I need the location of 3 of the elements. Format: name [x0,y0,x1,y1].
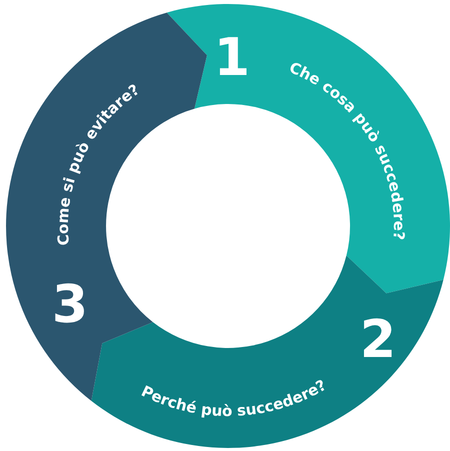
step-number: 2 [360,310,396,370]
step-number: 3 [52,275,88,335]
step-number: 1 [214,28,250,88]
